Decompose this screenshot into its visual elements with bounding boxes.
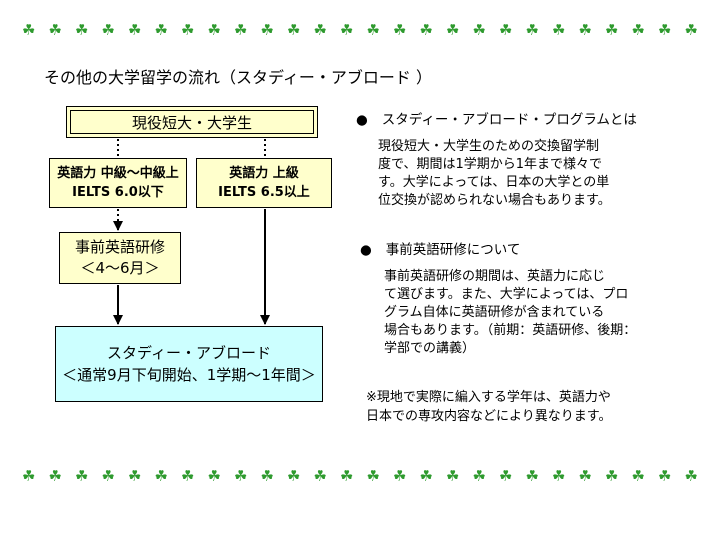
clover-icon: ☘ [552,21,566,39]
clover-icon: ☘ [48,21,62,39]
clover-icon: ☘ [128,467,142,485]
start-box-label: 現役短大・大学生 [70,110,314,134]
body-line: て選びます。また、大学によっては、プロ [384,287,629,302]
clover-icon: ☘ [684,21,698,39]
clover-icon: ☘ [154,21,168,39]
clover-icon: ☘ [22,467,36,485]
prep-english-box: 事前英語研修 ＜4〜6月＞ [59,232,181,284]
clover-icon: ☘ [75,467,89,485]
clover-icon: ☘ [207,21,221,39]
clover-icon: ☘ [552,467,566,485]
body-line: 度で、期間は1学期から1年まで様々で [378,157,603,172]
clover-icon: ☘ [22,21,36,39]
prep-english-line2: ＜4〜6月＞ [80,259,160,277]
clover-icon: ☘ [181,467,195,485]
clover-icon: ☘ [419,467,433,485]
clover-icon: ☘ [313,467,327,485]
body-line: 位交換が認められない場合もあります。 [378,193,611,208]
clover-icon: ☘ [658,21,672,39]
level-advanced-line2: IELTS 6.5以上 [218,185,310,200]
clover-icon: ☘ [393,467,407,485]
clover-icon: ☘ [313,21,327,39]
clover-icon: ☘ [605,467,619,485]
clover-icon: ☘ [499,467,513,485]
clover-icon: ☘ [684,467,698,485]
section-heading-prep-text: 事前英語研修について [385,242,521,258]
clover-icon: ☘ [75,21,89,39]
clover-icon: ☘ [234,467,248,485]
clover-icon: ☘ [181,21,195,39]
clover-icon: ☘ [207,467,221,485]
clover-icon: ☘ [472,467,486,485]
clover-icon: ☘ [154,467,168,485]
clover-icon: ☘ [525,467,539,485]
footnote: ※現地で実際に編入する学年は、英語力や 日本での専攻内容などにより異なります。 [366,388,666,426]
bullet-icon: ● [356,112,368,128]
level-intermediate-line1: 英語力 中級〜中級上 [57,166,179,181]
clover-icon: ☘ [128,21,142,39]
clover-icon: ☘ [631,467,645,485]
body-line: 場合もあります。（前期：英語研修、後期： [384,323,637,338]
body-line: す。大学によっては、日本の大学との単 [378,175,610,190]
level-intermediate-line2: IELTS 6.0以下 [72,185,164,200]
bullet-icon: ● [360,242,372,258]
body-line: 学部での講義） [384,341,476,356]
clover-icon: ☘ [366,467,380,485]
clover-icon: ☘ [446,467,460,485]
clover-icon: ☘ [605,21,619,39]
clover-icon: ☘ [393,21,407,39]
body-line: 現役短大・大学生のための交換留学制 [378,139,600,154]
clover-icon: ☘ [578,467,592,485]
study-abroad-box: スタディー・アブロード ＜通常9月下旬開始、1学期〜1年間＞ [55,326,323,402]
clover-icon: ☘ [260,467,274,485]
clover-icon: ☘ [287,21,301,39]
top-clover-border: ☘ ☘ ☘ ☘ ☘ ☘ ☘ ☘ ☘ ☘ ☘ ☘ ☘ ☘ ☘ ☘ ☘ ☘ ☘ ☘ ☘ ☘ ☘ ☘ ☘ ☘ [22,20,698,40]
start-box: 現役短大・大学生 [66,106,318,138]
clover-icon: ☘ [446,21,460,39]
section-heading-program: ● スタディー・アブロード・プログラムとは [356,108,637,128]
clover-icon: ☘ [499,21,513,39]
clover-icon: ☘ [658,467,672,485]
clover-icon: ☘ [340,467,354,485]
clover-icon: ☘ [260,21,274,39]
section-heading-prep: ● 事前英語研修について [360,238,520,258]
clover-icon: ☘ [631,21,645,39]
clover-icon: ☘ [366,21,380,39]
page-title: その他の大学留学の流れ（スタディー・アブロード ） [44,68,432,87]
study-abroad-line2: ＜通常9月下旬開始、1学期〜1年間＞ [62,366,316,384]
section-heading-program-text: スタディー・アブロード・プログラムとは [381,112,637,128]
bottom-clover-border: ☘ ☘ ☘ ☘ ☘ ☘ ☘ ☘ ☘ ☘ ☘ ☘ ☘ ☘ ☘ ☘ ☘ ☘ ☘ ☘ ☘ ☘ ☘ ☘ ☘ ☘ [22,466,698,486]
section-body-prep: 事前英語研修の期間は、英語力に応じ て選びます。また、大学によっては、プロ グラ… [384,268,674,358]
clover-icon: ☘ [101,21,115,39]
body-line: 事前英語研修の期間は、英語力に応じ [384,269,606,284]
clover-icon: ☘ [472,21,486,39]
study-abroad-line1: スタディー・アブロード [107,344,271,362]
footnote-line: 日本での専攻内容などにより異なります。 [366,409,612,424]
clover-icon: ☘ [525,21,539,39]
clover-icon: ☘ [234,21,248,39]
body-line: グラム自体に英語研修が含まれている [384,305,605,320]
prep-english-line1: 事前英語研修 [74,238,165,256]
clover-icon: ☘ [578,21,592,39]
clover-icon: ☘ [340,21,354,39]
level-box-advanced: 英語力 上級 IELTS 6.5以上 [196,158,332,208]
clover-icon: ☘ [419,21,433,39]
clover-icon: ☘ [287,467,301,485]
section-body-program: 現役短大・大学生のための交換留学制 度で、期間は1学期から1年まで様々で す。大… [378,138,668,210]
clover-icon: ☘ [101,467,115,485]
footnote-line: ※現地で実際に編入する学年は、英語力や [366,390,611,405]
clover-icon: ☘ [48,467,62,485]
level-advanced-line1: 英語力 上級 [229,166,299,181]
level-box-intermediate: 英語力 中級〜中級上 IELTS 6.0以下 [49,158,187,208]
